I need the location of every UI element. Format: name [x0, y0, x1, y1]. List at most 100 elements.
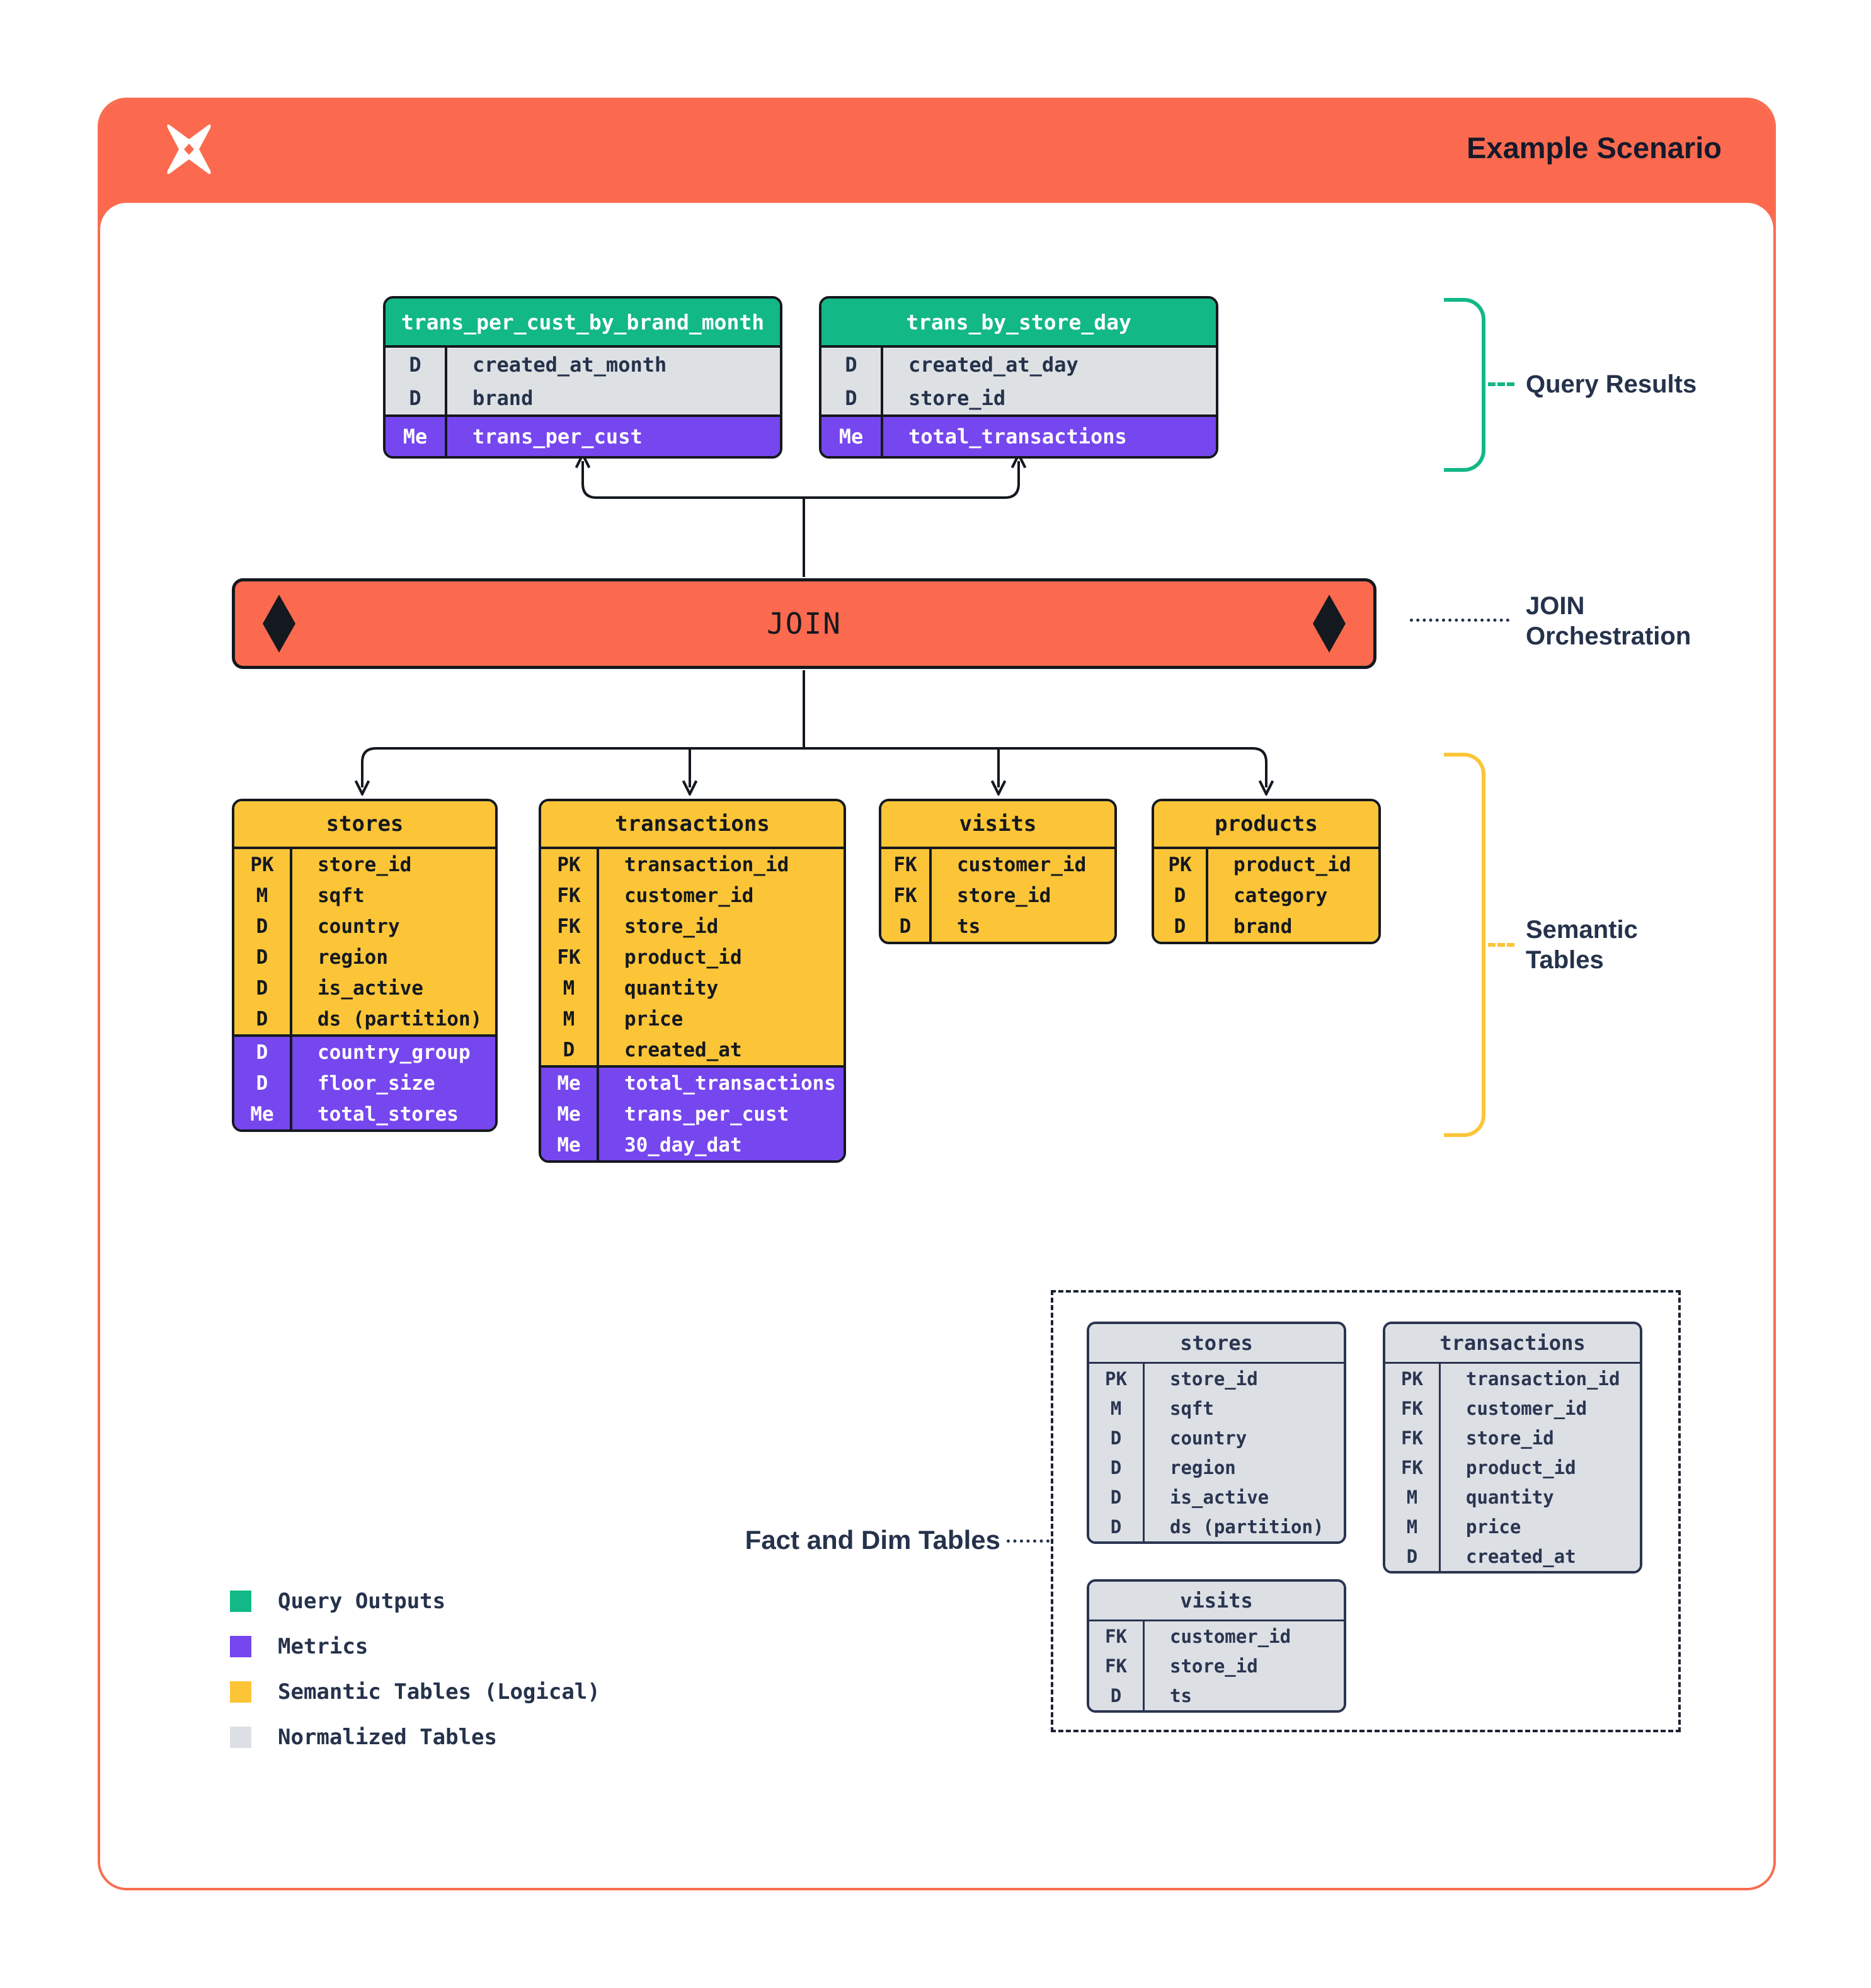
table-row: D is_active	[234, 973, 495, 1003]
table-row: Me total_transactions	[821, 417, 1216, 456]
column-name: is_active	[1170, 1486, 1269, 1508]
column-name: region	[318, 945, 388, 969]
column-rows: FK customer_id FK store_id D ts	[1089, 1621, 1344, 1710]
table-row: FK store_id	[541, 911, 844, 942]
semantic-tables-line2: Tables	[1526, 946, 1604, 974]
diamond-icon	[1313, 595, 1346, 653]
table-title: transactions	[541, 801, 844, 849]
table-row: FK product_id	[541, 942, 844, 973]
diamond-icon	[263, 595, 295, 653]
column-key: D	[234, 1003, 292, 1034]
column-key: Me	[821, 417, 883, 456]
table-row: PK store_id	[1089, 1364, 1344, 1393]
legend-item: Metrics	[230, 1634, 600, 1659]
column-rows: PK transaction_id FK customer_id FK stor…	[541, 849, 844, 1065]
semantic-tables-bracket	[1444, 753, 1485, 1137]
fact-dim-region	[1051, 1290, 1681, 1732]
column-name: region	[1170, 1456, 1236, 1478]
table-row: FK customer_id	[881, 849, 1114, 880]
table-row: FK customer_id	[1089, 1621, 1344, 1651]
column-name: created_at_day	[908, 352, 1079, 377]
table-row: D country	[1089, 1423, 1344, 1453]
column-key: Me	[541, 1129, 599, 1160]
column-key: D	[234, 911, 292, 942]
table-row: D ds (partition)	[1089, 1512, 1344, 1541]
legend-item: Semantic Tables (Logical)	[230, 1679, 600, 1705]
table-row: Me trans_per_cust	[386, 417, 780, 456]
table-row: D ds (partition)	[234, 1003, 495, 1034]
column-key: FK	[881, 849, 932, 880]
join-orchestration-label: JOIN Orchestration	[1526, 591, 1691, 651]
table-row: Me total_transactions	[541, 1068, 844, 1099]
table-row: Me 30_day_dat	[541, 1129, 844, 1160]
column-key: PK	[1385, 1364, 1441, 1393]
column-key: M	[1385, 1482, 1441, 1512]
query-results-bracket	[1444, 298, 1485, 472]
semantic-tables-label: Semantic Tables	[1526, 915, 1638, 975]
column-name: created_at_month	[472, 352, 667, 377]
column-name: created_at	[624, 1038, 742, 1061]
table-row: PK transaction_id	[541, 849, 844, 880]
column-rows: PK store_id M sqft D country D region D …	[1089, 1364, 1344, 1541]
column-name: customer_id	[1466, 1397, 1588, 1419]
column-rows: PK store_id M sqft D country D region D …	[234, 849, 495, 1034]
legend-swatch	[230, 1727, 251, 1748]
column-key: D	[386, 348, 447, 381]
column-name: store_id	[318, 853, 412, 876]
column-key: D	[1089, 1512, 1145, 1541]
column-rows: FK customer_id FK store_id D ts	[881, 849, 1114, 942]
metric-rows: D country_group D floor_size Me total_st…	[234, 1034, 495, 1129]
column-key: D	[234, 973, 292, 1003]
table-row: D store_id	[821, 381, 1216, 414]
column-key: D	[1089, 1681, 1145, 1710]
semantic-table-products: products PK product_id D category D bran…	[1152, 799, 1381, 944]
legend-swatch	[230, 1636, 251, 1657]
column-name: product_id	[624, 945, 742, 969]
table-row: D created_at_day	[821, 348, 1216, 381]
column-name: transaction_id	[624, 853, 789, 876]
fact-dim-connector	[1007, 1540, 1050, 1543]
column-name: customer_id	[957, 853, 1087, 876]
column-name: 30_day_dat	[624, 1133, 742, 1157]
table-row: M sqft	[1089, 1393, 1344, 1423]
metric-rows: Me trans_per_cust	[386, 414, 780, 456]
table-title: transactions	[1385, 1324, 1640, 1364]
join-orchestration-line2: Orchestration	[1526, 622, 1691, 650]
table-row: D floor_size	[234, 1068, 495, 1099]
legend-label: Query Outputs	[278, 1589, 446, 1614]
table-row: M sqft	[234, 880, 495, 911]
column-key: PK	[234, 849, 292, 880]
table-row: D country	[234, 911, 495, 942]
legend-label: Semantic Tables (Logical)	[278, 1679, 600, 1705]
fact-dim-label: Fact and Dim Tables	[745, 1525, 1000, 1555]
query-table-trans-by-store-day: trans_by_store_day D created_at_day D st…	[819, 296, 1218, 459]
column-name: quantity	[624, 976, 719, 1000]
join-orchestration-line1: JOIN	[1526, 592, 1585, 620]
semantic-table-visits: visits FK customer_id FK store_id D ts	[879, 799, 1117, 944]
table-row: D region	[234, 942, 495, 973]
column-name: trans_per_cust	[624, 1102, 789, 1126]
column-name: store_id	[1170, 1655, 1258, 1677]
table-row: D category	[1154, 880, 1378, 911]
column-name: country	[318, 915, 400, 938]
column-key: D	[1089, 1423, 1145, 1453]
column-name: total_stores	[318, 1102, 459, 1126]
column-key: Me	[234, 1099, 292, 1129]
column-key: Me	[541, 1099, 599, 1129]
column-key: FK	[1385, 1393, 1441, 1423]
column-key: D	[1089, 1453, 1145, 1482]
semantic-table-transactions: transactions PK transaction_id FK custom…	[539, 799, 846, 1163]
table-row: Me total_stores	[234, 1099, 495, 1129]
table-row: FK product_id	[1385, 1453, 1640, 1482]
table-row: M price	[541, 1003, 844, 1034]
table-row: D is_active	[1089, 1482, 1344, 1512]
table-row: D ts	[881, 911, 1114, 942]
column-key: Me	[541, 1068, 599, 1099]
column-name: store_id	[957, 884, 1051, 907]
table-row: Me trans_per_cust	[541, 1099, 844, 1129]
column-name: trans_per_cust	[472, 425, 643, 448]
table-title: visits	[1089, 1582, 1344, 1621]
join-orchestration-bar: JOIN	[232, 578, 1376, 669]
table-row: D created_at_month	[386, 348, 780, 381]
column-key: D	[881, 911, 932, 942]
